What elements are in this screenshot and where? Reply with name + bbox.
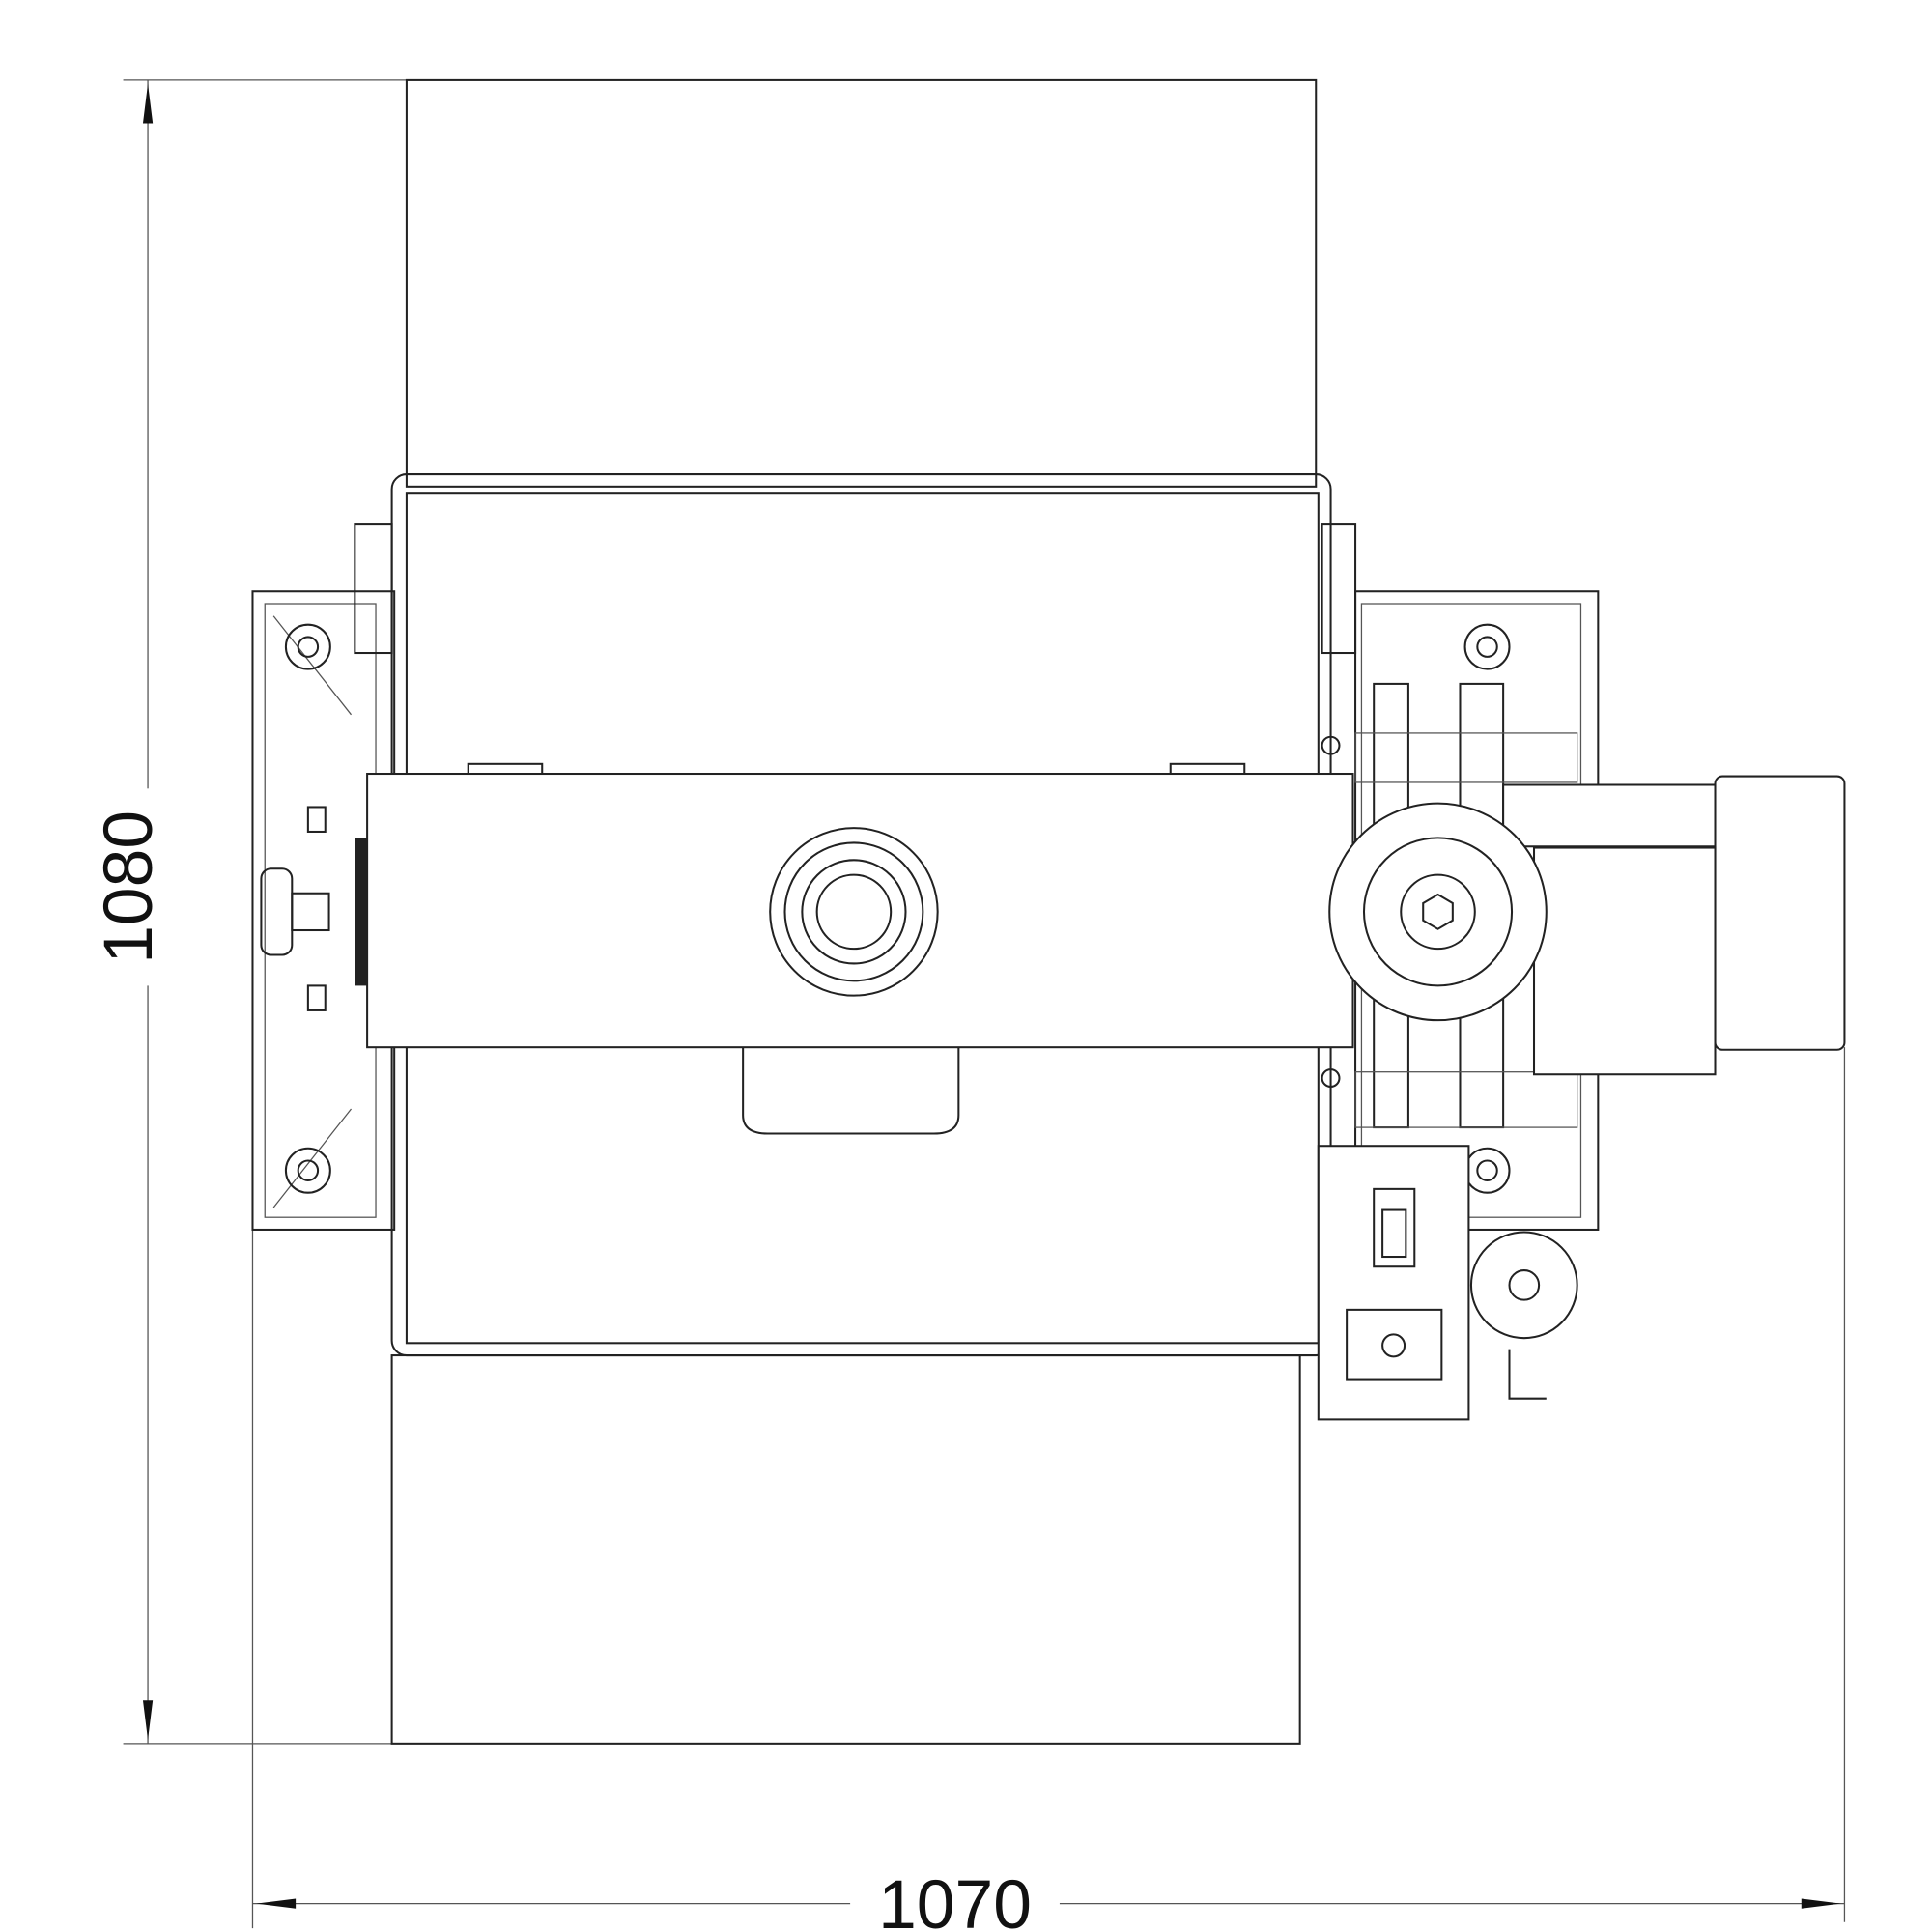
small-pulley-icon: [1469, 1231, 1578, 1340]
height-dimension: 1080: [90, 79, 407, 1745]
power-switch[interactable]: [1373, 1187, 1416, 1268]
arrow-right-icon: [1801, 1898, 1841, 1909]
dust-port-icon: [769, 827, 939, 997]
width-label: 1070: [878, 1866, 1032, 1932]
height-label: 1080: [90, 810, 167, 964]
stop-button[interactable]: [1346, 1308, 1443, 1381]
dust-outlet-band: [366, 773, 1354, 1049]
arrow-down-icon: [142, 1700, 154, 1741]
outfeed-table: [405, 78, 1318, 488]
drive-pulley-icon: [1328, 802, 1548, 1022]
arrow-up-icon: [142, 83, 154, 124]
motor-assembly: [1328, 775, 1846, 1076]
arrow-left-icon: [256, 1898, 297, 1909]
infeed-table: [390, 1354, 1301, 1745]
control-box: [1317, 1145, 1578, 1421]
